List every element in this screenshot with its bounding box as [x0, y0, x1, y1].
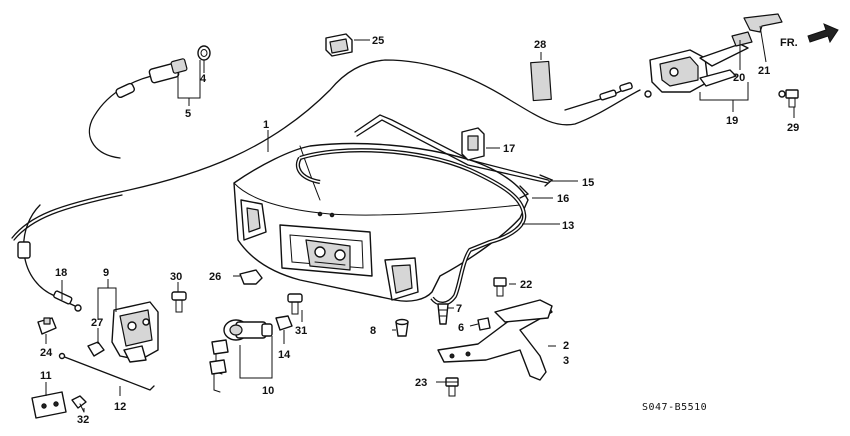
trunk-hinge: [437, 299, 553, 381]
callout-13: 13: [562, 220, 574, 232]
diagram-code: S047-B5510: [642, 402, 707, 413]
callout-23: 23: [415, 377, 427, 389]
callout-26: 26: [209, 271, 221, 283]
grommet-25: [325, 33, 353, 57]
clip-14: [275, 315, 293, 331]
callout-3: 3: [563, 355, 569, 367]
bolt-30: [171, 291, 187, 313]
torsion-bars: [354, 114, 554, 199]
bumper-8: [395, 318, 409, 337]
callout-8: 8: [370, 325, 376, 337]
callout-9: 9: [103, 267, 109, 279]
screw-32: [71, 395, 87, 413]
bolt-23: [445, 377, 459, 397]
cable-end-18: [17, 241, 82, 312]
lock-cylinder-set: [209, 319, 273, 393]
callout-31: 31: [295, 325, 307, 337]
callout-22: 22: [520, 279, 532, 291]
callout-20: 20: [733, 72, 745, 84]
callout-14: 14: [278, 349, 291, 361]
bracket-17: [461, 127, 485, 161]
callout-10: 10: [262, 385, 274, 397]
callout-19: 19: [726, 115, 738, 127]
trunk-lid: [233, 142, 529, 302]
callout-16: 16: [557, 193, 569, 205]
callout-24: 24: [40, 347, 53, 359]
callout-21: 21: [758, 65, 770, 77]
callout-17: 17: [503, 143, 515, 155]
callout-18: 18: [55, 267, 67, 279]
bumper-7: [437, 303, 449, 325]
callout-32: 32: [77, 414, 89, 426]
callout-15: 15: [582, 177, 594, 189]
trunk-opener-assembly: [649, 13, 783, 93]
weatherstrip: [295, 148, 527, 306]
front-direction-arrow: [807, 23, 839, 44]
bolt-22: [493, 277, 507, 297]
clip-27: [87, 341, 105, 357]
callout-5: 5: [185, 108, 191, 120]
fuel-lid-opener-cylinder: [115, 45, 211, 99]
callout-25: 25: [372, 35, 384, 47]
bolt-29: [778, 89, 799, 108]
callout-11: 11: [40, 370, 52, 382]
callout-28: 28: [534, 39, 546, 51]
clip-6: [477, 317, 491, 331]
callout-29: 29: [787, 122, 799, 134]
pad-28: [530, 60, 552, 102]
trunk-latch: [111, 301, 159, 363]
callout-12: 12: [114, 401, 126, 413]
callout-2: 2: [563, 340, 569, 352]
rod-12: [58, 352, 155, 391]
callout-27: 27: [91, 317, 103, 329]
bolt-31: [287, 293, 303, 315]
latch-cable-end: [564, 82, 652, 111]
callout-labels: 1 2 3 4 5 6 7 8 9 10 11 12 13 14 15 16 1…: [40, 35, 799, 426]
callout-30: 30: [170, 271, 182, 283]
front-direction-label: FR.: [780, 37, 798, 49]
grommet-26: [239, 269, 263, 285]
leader-lines: [45, 25, 795, 412]
callout-7: 7: [456, 303, 462, 315]
clip-24: [37, 317, 57, 335]
callout-1: 1: [263, 119, 269, 131]
callout-6: 6: [458, 322, 464, 334]
callout-4: 4: [200, 73, 207, 85]
hinge-bracket-11: [31, 391, 67, 419]
